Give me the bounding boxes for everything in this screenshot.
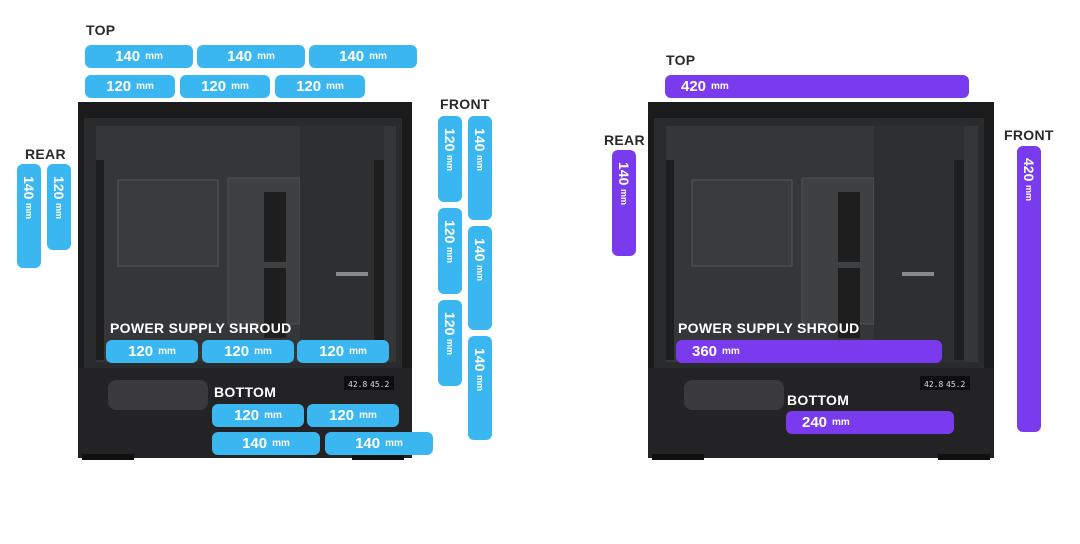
label-bottom-right: BOTTOM: [787, 392, 850, 408]
label-bottom-left: BOTTOM: [214, 384, 277, 400]
label-front-left: FRONT: [440, 96, 490, 112]
label-top-left: TOP: [86, 22, 116, 38]
label-psu-shroud-left: POWER SUPPLY SHROUD: [110, 320, 292, 336]
temp-display-left-b: 45.2: [370, 380, 389, 389]
temp-display-right-a: 42.8: [924, 380, 943, 389]
label-rear-right: REAR: [604, 132, 645, 148]
label-rear-left: REAR: [25, 146, 66, 162]
label-front-right: FRONT: [1004, 127, 1054, 143]
label-top-right: TOP: [666, 52, 696, 68]
label-psu-shroud-right: POWER SUPPLY SHROUD: [678, 320, 860, 336]
temp-display-left-a: 42.8: [348, 380, 367, 389]
temp-display-right-b: 45.2: [946, 380, 965, 389]
pc-case-left: 42.8 45.2: [78, 102, 412, 460]
